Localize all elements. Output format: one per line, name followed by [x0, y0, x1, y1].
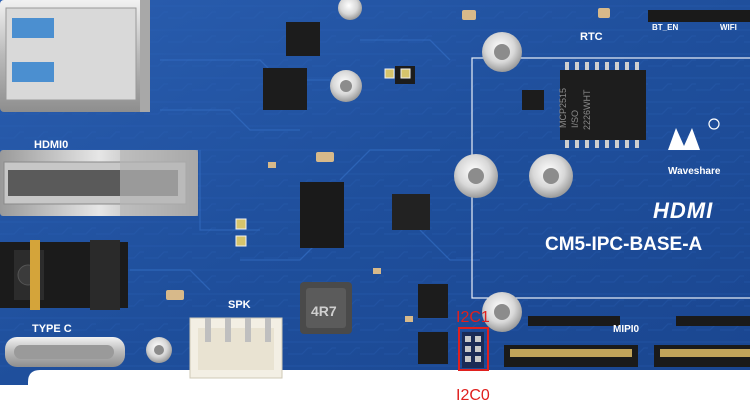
inductor	[300, 282, 352, 334]
spk-connector	[189, 317, 283, 379]
usb-connector	[0, 0, 150, 112]
usb-c-connector	[5, 337, 125, 367]
waveshare-logo	[668, 118, 720, 150]
mipi0-label: MIPI0	[613, 324, 640, 335]
hdmi0-label: HDMI0	[34, 139, 68, 151]
i2c-highlight-box	[458, 327, 489, 371]
type-c-label: TYPE C	[32, 323, 72, 335]
i2c1-label: I2C1	[456, 309, 490, 326]
mcp2515-marking-2: I/SO	[570, 110, 580, 128]
hdmi0-connector	[0, 150, 198, 216]
i2c0-label: I2C0	[456, 387, 490, 404]
hdmi-logo: HDMI	[653, 198, 713, 223]
wifi-label: WIFI	[720, 23, 737, 32]
bt-en-label: BT_EN	[652, 23, 678, 32]
spk-label: SPK	[228, 299, 251, 311]
mcp2515-chip	[560, 62, 646, 148]
audio-jack	[0, 240, 128, 310]
mipi-connector	[504, 316, 750, 367]
mcp2515-marking-3: 2226WHT	[582, 89, 592, 130]
passive-components	[166, 8, 610, 322]
rtc-label: RTC	[580, 31, 603, 43]
mounting-hole	[338, 0, 362, 20]
header-pins	[235, 68, 411, 247]
board-model: CM5-IPC-BASE-A	[545, 234, 703, 255]
i2c-jumper-header	[462, 332, 484, 368]
brand-label: Waveshare	[668, 166, 721, 177]
mcp2515-marking-1: MCP2515	[558, 88, 568, 128]
inductor-marking: 4R7	[311, 303, 337, 319]
top-connector	[648, 10, 750, 22]
